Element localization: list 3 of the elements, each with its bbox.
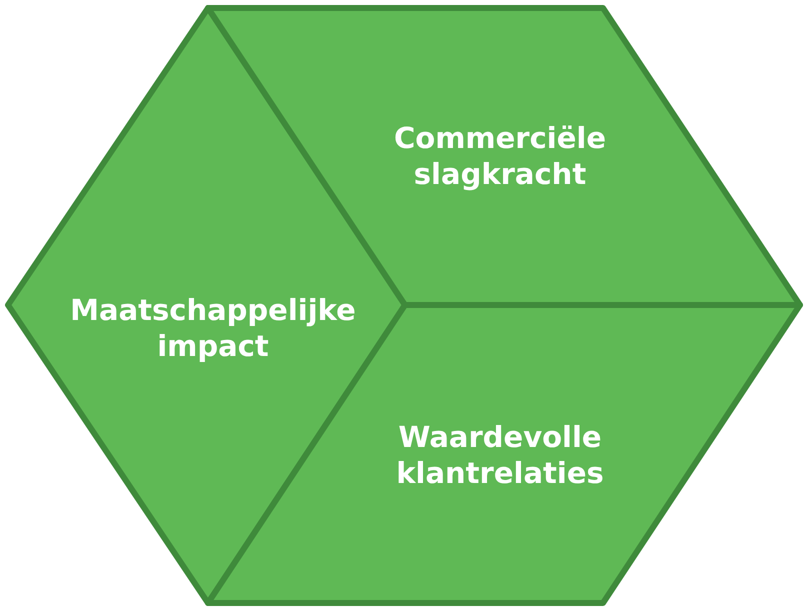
segment-label: Waardevolle klantrelaties	[395, 419, 605, 491]
segment-label: Commerciële slagkracht	[392, 120, 608, 192]
segment-label: Maatschappelijke impact	[69, 292, 357, 364]
